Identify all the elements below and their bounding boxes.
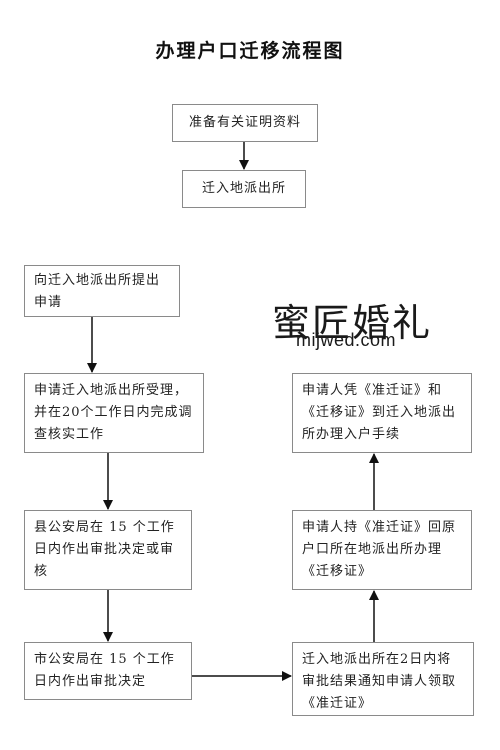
step-prepare-documents-label: 准备有关证明资料 bbox=[188, 115, 301, 130]
watermark-url: mijwed.com bbox=[296, 330, 397, 350]
step-submit-application: 向迁入地派出所提出申请 bbox=[24, 265, 180, 317]
step-obtain-migration-certificate-label: 申请人持《准迁证》回原户口所在地派出所办理《迁移证》 bbox=[302, 520, 457, 579]
step-complete-registration: 申请人凭《准迁证》和《迁移证》到迁入地派出所办理入户手续 bbox=[292, 373, 472, 453]
step-police-accept-verify-label: 申请迁入地派出所受理，并在20个工作日内完成调查核实工作 bbox=[34, 383, 193, 442]
step-destination-police-station-label: 迁入地派出所 bbox=[201, 181, 286, 196]
step-obtain-migration-certificate: 申请人持《准迁证》回原户口所在地派出所办理《迁移证》 bbox=[292, 510, 472, 590]
step-notify-applicant-label: 迁入地派出所在2日内将审批结果通知申请人领取《准迁证》 bbox=[302, 652, 457, 711]
page-title: 办理户口迁移流程图 bbox=[155, 40, 345, 62]
step-county-bureau-approval-label: 县公安局在 15 个工作日内作出审批决定或审核 bbox=[34, 520, 175, 579]
step-city-bureau-approval-label: 市公安局在 15 个工作日内作出审批决定 bbox=[34, 652, 175, 689]
step-notify-applicant: 迁入地派出所在2日内将审批结果通知申请人领取《准迁证》 bbox=[292, 642, 474, 716]
step-county-bureau-approval: 县公安局在 15 个工作日内作出审批决定或审核 bbox=[24, 510, 192, 590]
step-prepare-documents: 准备有关证明资料 bbox=[172, 104, 318, 142]
step-police-accept-verify: 申请迁入地派出所受理，并在20个工作日内完成调查核实工作 bbox=[24, 373, 204, 453]
step-complete-registration-label: 申请人凭《准迁证》和《迁移证》到迁入地派出所办理入户手续 bbox=[302, 383, 457, 442]
watermark-logo: 蜜匠婚礼 bbox=[272, 301, 433, 345]
step-submit-application-label: 向迁入地派出所提出申请 bbox=[34, 273, 161, 310]
step-destination-police-station: 迁入地派出所 bbox=[182, 170, 306, 208]
step-city-bureau-approval: 市公安局在 15 个工作日内作出审批决定 bbox=[24, 642, 192, 700]
